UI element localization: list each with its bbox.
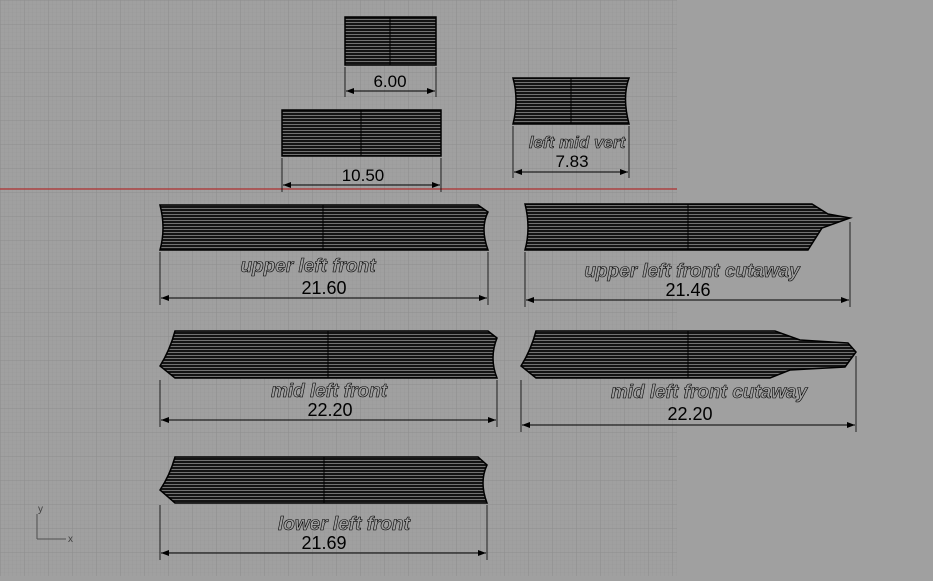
- dimension-value: 10.50: [342, 166, 385, 185]
- dimension-value: 22.20: [667, 404, 712, 424]
- part-left-mid-vert[interactable]: left mid vert 7.83: [512, 77, 631, 178]
- part-label: upper left front cutaway: [584, 261, 801, 282]
- part-label: mid left front: [271, 381, 388, 402]
- axis-x-label: x: [68, 534, 73, 545]
- part-middle-block[interactable]: 10.50: [281, 109, 442, 192]
- dimension-value: 21.60: [301, 278, 346, 298]
- dimension-value: 21.46: [665, 280, 710, 300]
- part-label: left mid vert: [529, 133, 627, 152]
- part-upper-left-front[interactable]: upper left front 21.60: [159, 204, 490, 305]
- part-shape[interactable]: [159, 204, 490, 251]
- part-lower-left-front[interactable]: lower left front 21.69: [159, 456, 489, 560]
- part-label: lower left front: [278, 514, 411, 535]
- dimension-value: 6.00: [373, 72, 406, 91]
- part-top-block[interactable]: 6.00: [344, 16, 437, 97]
- part-upper-left-front-cutaway[interactable]: upper left front cutaway 21.46: [524, 203, 853, 307]
- part-mid-left-front[interactable]: mid left front 22.20: [159, 330, 499, 427]
- part-label: mid left front cutaway: [611, 382, 809, 403]
- world-axes-icon: y x: [36, 504, 73, 545]
- grid-background-offside: [677, 0, 933, 576]
- dimension-value: 22.20: [307, 400, 352, 420]
- axis-y-label: y: [38, 504, 43, 515]
- part-mid-left-front-cutaway[interactable]: mid left front cutaway 22.20: [520, 330, 857, 432]
- part-label: upper left front: [240, 256, 376, 277]
- dimension-value: 21.69: [301, 533, 346, 553]
- dimension-value: 7.83: [555, 152, 588, 171]
